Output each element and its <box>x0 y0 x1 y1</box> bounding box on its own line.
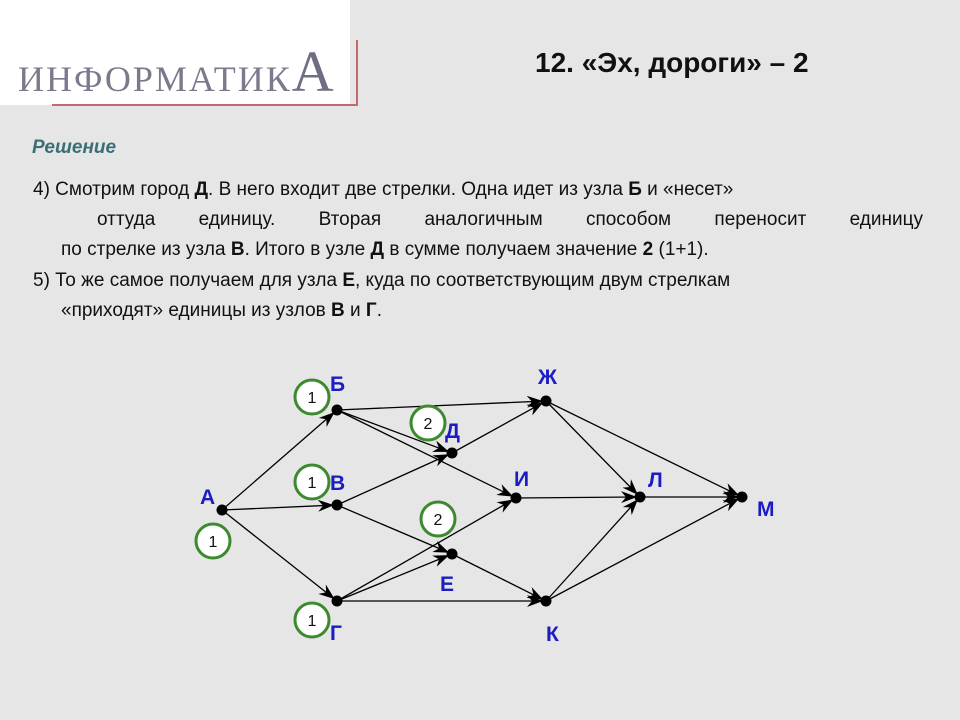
graph-edge <box>515 491 637 504</box>
text-line: 4) Смотрим город Д. В него входит две ст… <box>33 175 923 205</box>
graph-edge <box>221 499 334 512</box>
graph-edge <box>545 498 740 602</box>
graph-edge <box>451 553 544 600</box>
text-run: . В него входит две стрелки. Одна идет и… <box>208 179 629 200</box>
graph-edge <box>545 400 638 495</box>
text-run: . Итого в узле <box>244 239 371 260</box>
text-line: «приходят» единицы из узлов В и Г. <box>33 296 923 326</box>
graph-node <box>540 395 552 407</box>
paragraph-step-5: 5) То же самое получаем для узла Е, куда… <box>33 266 923 326</box>
logo: ИНФОРМАТИКА <box>18 38 334 105</box>
text-run: и «несет» <box>641 179 734 200</box>
node-label: Е <box>440 573 454 596</box>
word: Вторая <box>318 209 382 230</box>
graph-edge <box>336 499 514 602</box>
text-run: «приходят» единицы из узлов <box>61 300 332 321</box>
word: единицу. <box>198 209 276 230</box>
graph-edge <box>336 504 450 553</box>
text-run: в сумме получаем значение <box>384 239 643 260</box>
node-label: И <box>514 468 529 491</box>
text-line: оттуда единицу. Вторая аналогичным способом п… <box>33 205 923 235</box>
badge-value: 1 <box>308 475 317 492</box>
bold-run: Е <box>342 270 355 291</box>
graph-edge <box>336 409 514 497</box>
graph-node <box>446 447 458 459</box>
count-badge <box>293 601 331 639</box>
graph-edge <box>336 409 450 452</box>
word: переносит <box>714 209 807 230</box>
graph-node <box>736 491 748 503</box>
paragraph-step-4: 4) Смотрим город Д. В него входит две ст… <box>33 175 923 265</box>
badge-value: 1 <box>308 613 317 630</box>
graph-node <box>510 492 522 504</box>
badge-value: 1 <box>209 534 218 551</box>
badge-value: 2 <box>424 416 433 433</box>
text-run: . <box>376 300 382 321</box>
text-run: 5) То же самое получаем для узла <box>33 270 343 291</box>
logo-text: ИНФОРМАТИК <box>18 59 292 99</box>
text-run: , куда по соответствующим двум стрелкам <box>355 270 731 291</box>
word: способом <box>585 209 672 230</box>
text-line: по стрелке из узла В. Итого в узле Д в с… <box>33 235 923 265</box>
section-label: Решение <box>32 137 117 158</box>
badge-value: 2 <box>434 512 443 529</box>
graph-edge <box>221 509 335 600</box>
text-run: по стрелке из узла <box>61 239 231 260</box>
count-badge <box>293 378 331 416</box>
node-label: В <box>330 472 345 495</box>
bold-run: Б <box>628 179 642 200</box>
node-label: Л <box>648 469 663 492</box>
graph-edge <box>545 400 740 496</box>
graph-edge <box>336 454 450 506</box>
bold-run: 2 <box>642 239 654 260</box>
bold-run: Г <box>365 300 377 321</box>
logo-letter: А <box>291 39 334 104</box>
node-label: Ж <box>537 366 558 389</box>
count-badge <box>293 463 331 501</box>
node-label: М <box>757 498 775 521</box>
logo-panel <box>0 0 350 105</box>
logo-divider-horizontal <box>52 104 358 106</box>
graph-edge <box>336 555 450 602</box>
text-line: 5) То же самое получаем для узла Е, куда… <box>33 266 923 296</box>
count-badge <box>409 404 447 442</box>
bold-run: Д <box>194 179 209 200</box>
graph-node <box>331 404 343 416</box>
node-label: Б <box>330 373 345 396</box>
word: оттуда <box>97 209 156 230</box>
node-label: К <box>546 623 559 646</box>
graph-edge <box>545 499 638 602</box>
graph-node <box>634 491 646 503</box>
badge-value: 1 <box>308 390 317 407</box>
logo-divider-vertical <box>356 40 358 106</box>
count-badge <box>194 522 232 560</box>
graph-edge <box>221 411 335 511</box>
text-run: 4) Смотрим город <box>33 179 195 200</box>
slide-title: 12. «Эх, дороги» – 2 <box>535 47 809 78</box>
node-label: Г <box>330 622 342 645</box>
node-label: Д <box>445 420 460 443</box>
node-label: А <box>200 486 215 509</box>
graph-node <box>216 504 228 516</box>
bold-run: Д <box>370 239 385 260</box>
text-run: (1+1). <box>653 239 709 260</box>
word: аналогичным <box>424 209 543 230</box>
bold-run: В <box>331 300 345 321</box>
graph-node <box>331 595 343 607</box>
count-badge <box>419 500 457 538</box>
text-run: и <box>344 300 366 321</box>
graph-node <box>331 499 343 511</box>
word: единицу <box>849 209 923 230</box>
graph-edge <box>451 402 544 454</box>
graph-node <box>446 548 458 560</box>
bold-run: В <box>230 239 245 260</box>
graph-edge <box>336 395 543 411</box>
graph-node <box>540 595 552 607</box>
